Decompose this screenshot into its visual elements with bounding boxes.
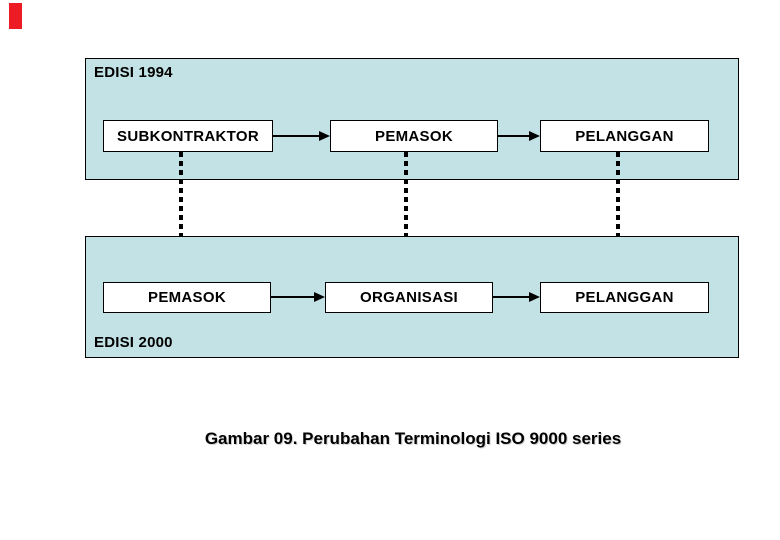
band-label-edisi-1994: EDISI 1994 (94, 64, 173, 81)
dashed-arrow-down-icon-subkontraktor-to-pemasok (179, 152, 183, 269)
arrow-right-icon-pemasok-to-pelanggan-1994 (498, 135, 529, 137)
red-corner-marker (9, 3, 22, 29)
band-edisi-1994 (85, 58, 739, 180)
box-subkontraktor: SUBKONTRAKTOR (103, 120, 273, 152)
box-pelanggan-2000: PELANGGAN (540, 282, 709, 313)
box-pelanggan-1994: PELANGGAN (540, 120, 709, 152)
figure-caption: Gambar 09. Perubahan Terminologi ISO 900… (204, 429, 622, 448)
arrow-right-icon-pemasok-to-organisasi (271, 296, 314, 298)
dashed-arrow-down-icon-pelanggan-to-pelanggan (616, 152, 620, 269)
band-label-edisi-2000: EDISI 2000 (94, 334, 173, 351)
arrow-right-icon-subkontraktor-to-pemasok (273, 135, 319, 137)
box-pemasok-2000: PEMASOK (103, 282, 271, 313)
dashed-arrow-down-icon-pemasok-to-organisasi (404, 152, 408, 269)
box-organisasi: ORGANISASI (325, 282, 493, 313)
arrow-right-icon-organisasi-to-pelanggan-2000 (493, 296, 529, 298)
box-pemasok-1994: PEMASOK (330, 120, 498, 152)
